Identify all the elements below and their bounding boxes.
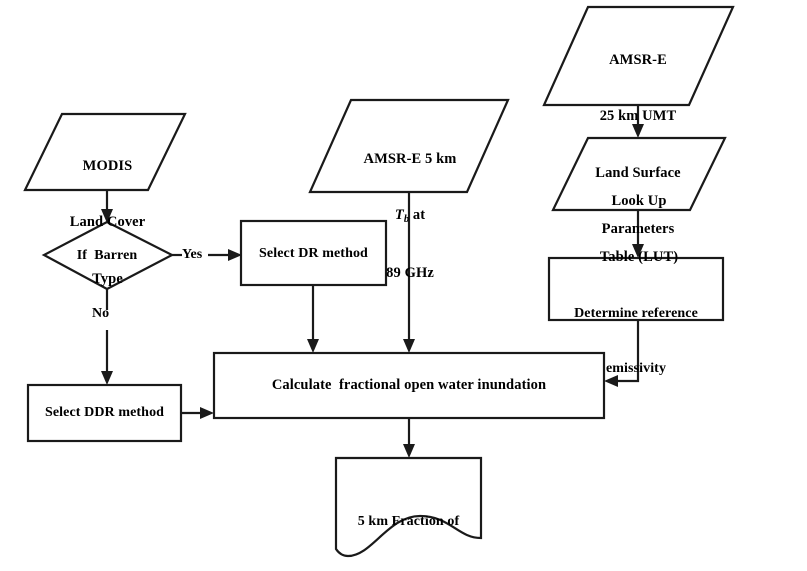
node-amsre25km-shape [542,5,735,107]
node-select-dr-shape [239,219,388,287]
edge-label-no: No [92,306,110,321]
edge-modis-to-barren-arrowhead [101,209,113,223]
edge-emissivity-to-calculate-arrowhead [604,375,618,387]
node-if-barren-shape [41,220,175,291]
edge-ddr-to-calculate-arrowhead [200,407,214,419]
edge-emissivity-to-calculate [614,320,640,383]
edge-amsre25km-to-lut-arrowhead [632,124,644,138]
node-calculate-shape [212,351,606,420]
edge-label-yes: Yes [182,247,203,262]
edge-dr-to-calculate-arrowhead [307,339,319,353]
edge-barren-to-dr-arrowhead [228,249,242,261]
node-amsre5km-shape [308,98,510,194]
edge-barren-to-ddr-arrowhead [101,371,113,385]
edge-calculate-to-output-arrowhead [403,444,415,458]
node-determine-emissivity-shape [547,256,725,322]
node-modis-shape [23,112,187,192]
node-lut-shape [551,136,727,212]
node-select-ddr-shape [26,383,183,443]
node-output-doc-shape [334,456,483,558]
edge-lut-to-emissivity-arrowhead [632,244,644,258]
edge-amsre5km-to-calculate-arrowhead [403,339,415,353]
